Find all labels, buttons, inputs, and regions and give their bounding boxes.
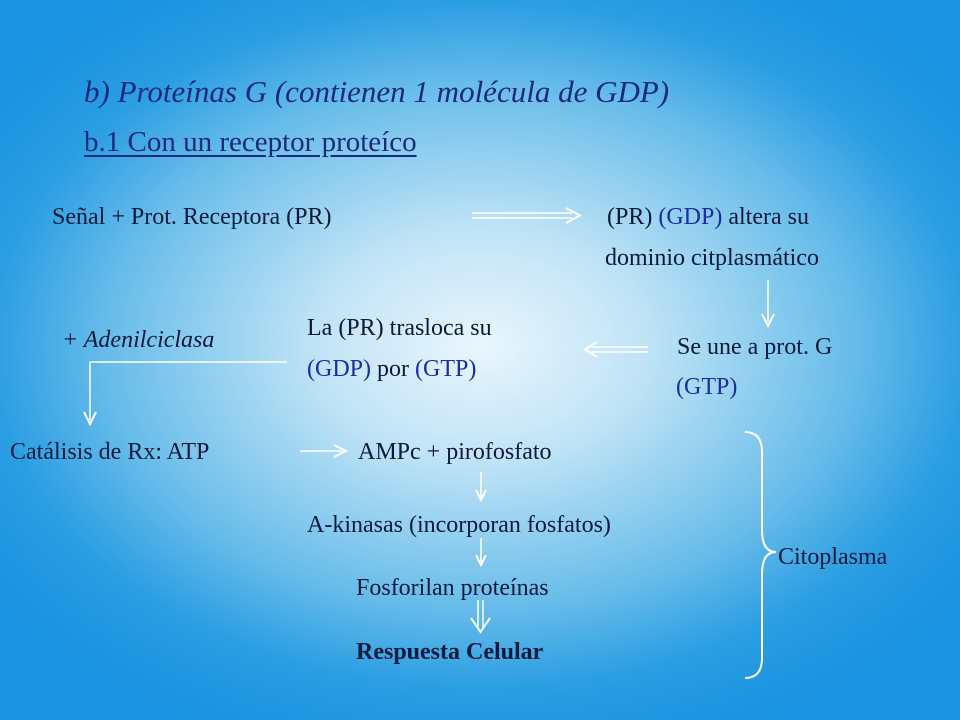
slide-title: b) Proteínas G (contienen 1 molécula de … bbox=[84, 74, 670, 109]
kinasas-text: A-kinasas (incorporan fosfatos) bbox=[307, 512, 611, 538]
gtp-label-2: (GTP) bbox=[676, 374, 738, 400]
down-arrow-kinasas bbox=[475, 472, 487, 503]
gtp-label: (GTP) bbox=[415, 356, 477, 382]
atp-ampc-arrow bbox=[300, 444, 349, 458]
pr-label: (PR) bbox=[607, 204, 653, 230]
gdp-label: (GDP) bbox=[658, 204, 723, 230]
l-connector-arrow bbox=[83, 361, 287, 427]
left-double-arrow bbox=[583, 341, 648, 358]
signal-receptor-text: Señal + Prot. Receptora (PR) bbox=[52, 204, 332, 230]
slide-subtitle: b.1 Con un receptor proteíco bbox=[84, 126, 417, 158]
respuesta-celular-text: Respuesta Celular bbox=[356, 639, 544, 665]
dominio-text: dominio citplasmático bbox=[605, 245, 819, 271]
ampc-text: AMPc + pirofosfato bbox=[358, 439, 552, 465]
citoplasma-text: Citoplasma bbox=[778, 544, 888, 570]
right-double-arrow bbox=[472, 207, 583, 224]
down-arrow-respuesta bbox=[470, 600, 491, 634]
down-arrow-dominio bbox=[761, 280, 775, 329]
pr-trasloca-text: La (PR) trasloca su bbox=[307, 315, 492, 341]
gdp-label-2: (GDP) bbox=[307, 356, 371, 382]
right-brace bbox=[744, 431, 777, 679]
pr-gdp-text: (PR) (GDP) altera su bbox=[607, 205, 809, 229]
por-label: por bbox=[377, 356, 409, 382]
down-arrow-fosforilan bbox=[475, 538, 487, 568]
altera-label: altera su bbox=[728, 204, 809, 230]
se-une-text: Se une a prot. G bbox=[677, 334, 833, 360]
adenilciclasa-text: + Adenilciclasa bbox=[62, 327, 215, 353]
fosforilan-text: Fosforilan proteínas bbox=[356, 575, 549, 601]
gdp-por-gtp-text: (GDP) por (GTP) bbox=[307, 357, 476, 381]
catalisis-text: Catálisis de Rx: ATP bbox=[10, 439, 210, 465]
